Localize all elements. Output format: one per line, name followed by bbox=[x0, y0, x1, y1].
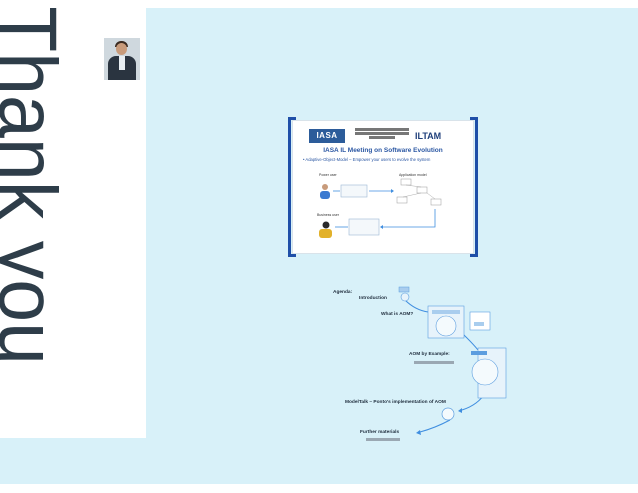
aom-example-subtext bbox=[414, 361, 454, 364]
agenda-item-further-materials[interactable]: Further materials bbox=[360, 430, 400, 435]
aom-node[interactable] bbox=[427, 305, 491, 339]
slide-subtitle: • Adaptive-Object-Model – Empower your u… bbox=[303, 157, 431, 162]
further-materials-subtext bbox=[366, 438, 400, 441]
iltam-logo: ILTAM bbox=[415, 131, 442, 141]
arrow-intro-aom bbox=[404, 299, 429, 313]
agenda-heading: Agenda: bbox=[333, 290, 353, 295]
app-model-label: Application model bbox=[399, 173, 427, 177]
agenda-item-introduction[interactable]: Introduction bbox=[359, 296, 387, 301]
example-node[interactable] bbox=[471, 347, 507, 399]
agenda-item-aom-by-example[interactable]: AOM by Example: bbox=[409, 352, 450, 357]
intro-node[interactable] bbox=[398, 286, 410, 302]
thank-you-panel: Thank you bbox=[0, 8, 146, 438]
agenda-item-modeltalk[interactable]: ModelTalk – Ponto's implementation of AO… bbox=[345, 400, 446, 405]
iasa-logo: IASA bbox=[309, 129, 345, 143]
slide-frame-right bbox=[470, 117, 478, 257]
power-user-label: Power user bbox=[319, 173, 337, 177]
modeltalk-node[interactable] bbox=[441, 407, 455, 421]
slide-diagram bbox=[319, 178, 442, 238]
thank-you-title: Thank you bbox=[0, 8, 73, 365]
agenda-item-what-is-aom[interactable]: What is AOM? bbox=[381, 312, 414, 317]
hebrew-header-text bbox=[351, 127, 413, 140]
business-user-label: Business user bbox=[317, 213, 339, 217]
slide-title: IASA IL Meeting on Software Evolution bbox=[323, 147, 443, 154]
thank-you-title-svg: Thank you bbox=[0, 8, 73, 365]
slide-thumbnail[interactable]: IASA ILTAM IASA IL Meeting on Software E… bbox=[292, 120, 474, 254]
arrow-modeltalk-materials bbox=[419, 419, 451, 433]
presenter-avatar bbox=[104, 38, 140, 80]
slide-frame-left bbox=[288, 117, 296, 257]
